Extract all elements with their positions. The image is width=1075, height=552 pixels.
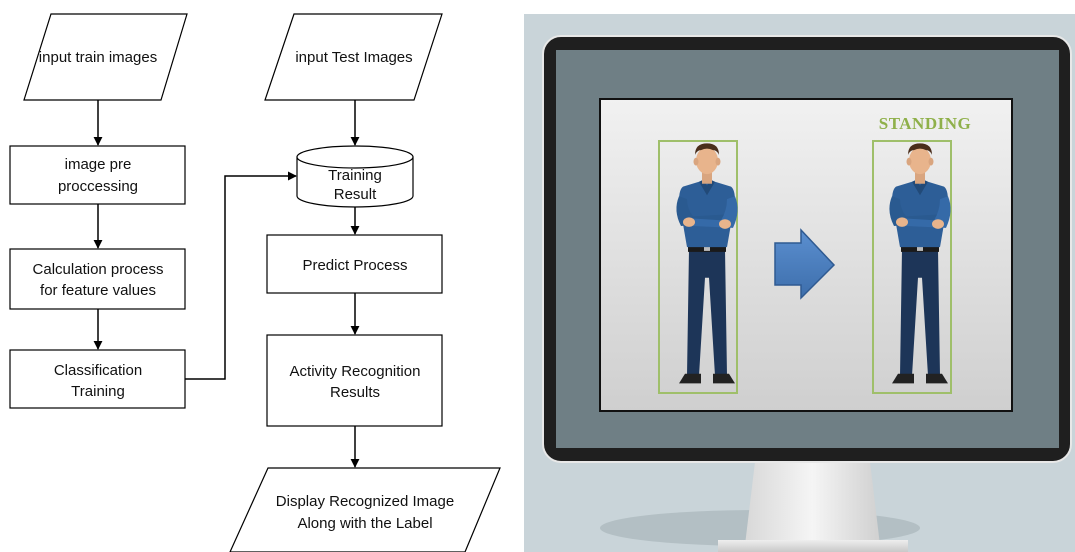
training-result-label-line2: Result <box>334 186 377 203</box>
standing-label: STANDING <box>879 114 971 133</box>
training-result-node: Training Result <box>296 145 414 208</box>
classification-node: Classification Training <box>9 349 186 409</box>
display-node: Display Recognized Image Along with the … <box>229 467 501 552</box>
flowchart: input train images image pre proccessing… <box>9 13 501 552</box>
activity-node: Activity Recognition Results <box>266 334 443 427</box>
input-test-node: input Test Images <box>264 13 443 101</box>
calculation-node: Calculation process for feature values <box>9 248 186 310</box>
classification-label-line1: Classification <box>54 362 142 379</box>
classification-label-line2: Training <box>71 383 125 400</box>
monitor-stand <box>745 462 880 545</box>
input-train-label: input train images <box>39 49 157 66</box>
predict-node: Predict Process <box>266 234 443 294</box>
input-test-label: input Test Images <box>295 49 412 66</box>
activity-label-line1: Activity Recognition <box>290 363 421 380</box>
display-label-line2: Along with the Label <box>297 515 432 532</box>
monitor-bezel-edge <box>542 35 1072 463</box>
preprocess-node: image pre proccessing <box>9 145 186 205</box>
preprocess-label-line2: proccessing <box>58 178 138 195</box>
display-label-line1: Display Recognized Image <box>276 493 454 510</box>
calculation-label-line1: Calculation process <box>33 261 164 278</box>
predict-label: Predict Process <box>302 257 407 274</box>
input-person-bounding-box <box>658 140 738 394</box>
right-arrow-icon <box>774 228 836 300</box>
input-train-node: input train images <box>23 13 188 101</box>
preprocess-label-line1: image pre <box>65 156 132 173</box>
calculation-label-line2: for feature values <box>40 282 156 299</box>
edge-classification-to-training-result <box>185 171 297 380</box>
monitor-illustration: STANDING <box>524 14 1075 552</box>
monitor-base <box>718 540 908 552</box>
labeled-person-bounding-box <box>872 140 952 394</box>
activity-label-line2: Results <box>330 384 380 401</box>
training-result-label-line1: Training <box>328 167 382 184</box>
